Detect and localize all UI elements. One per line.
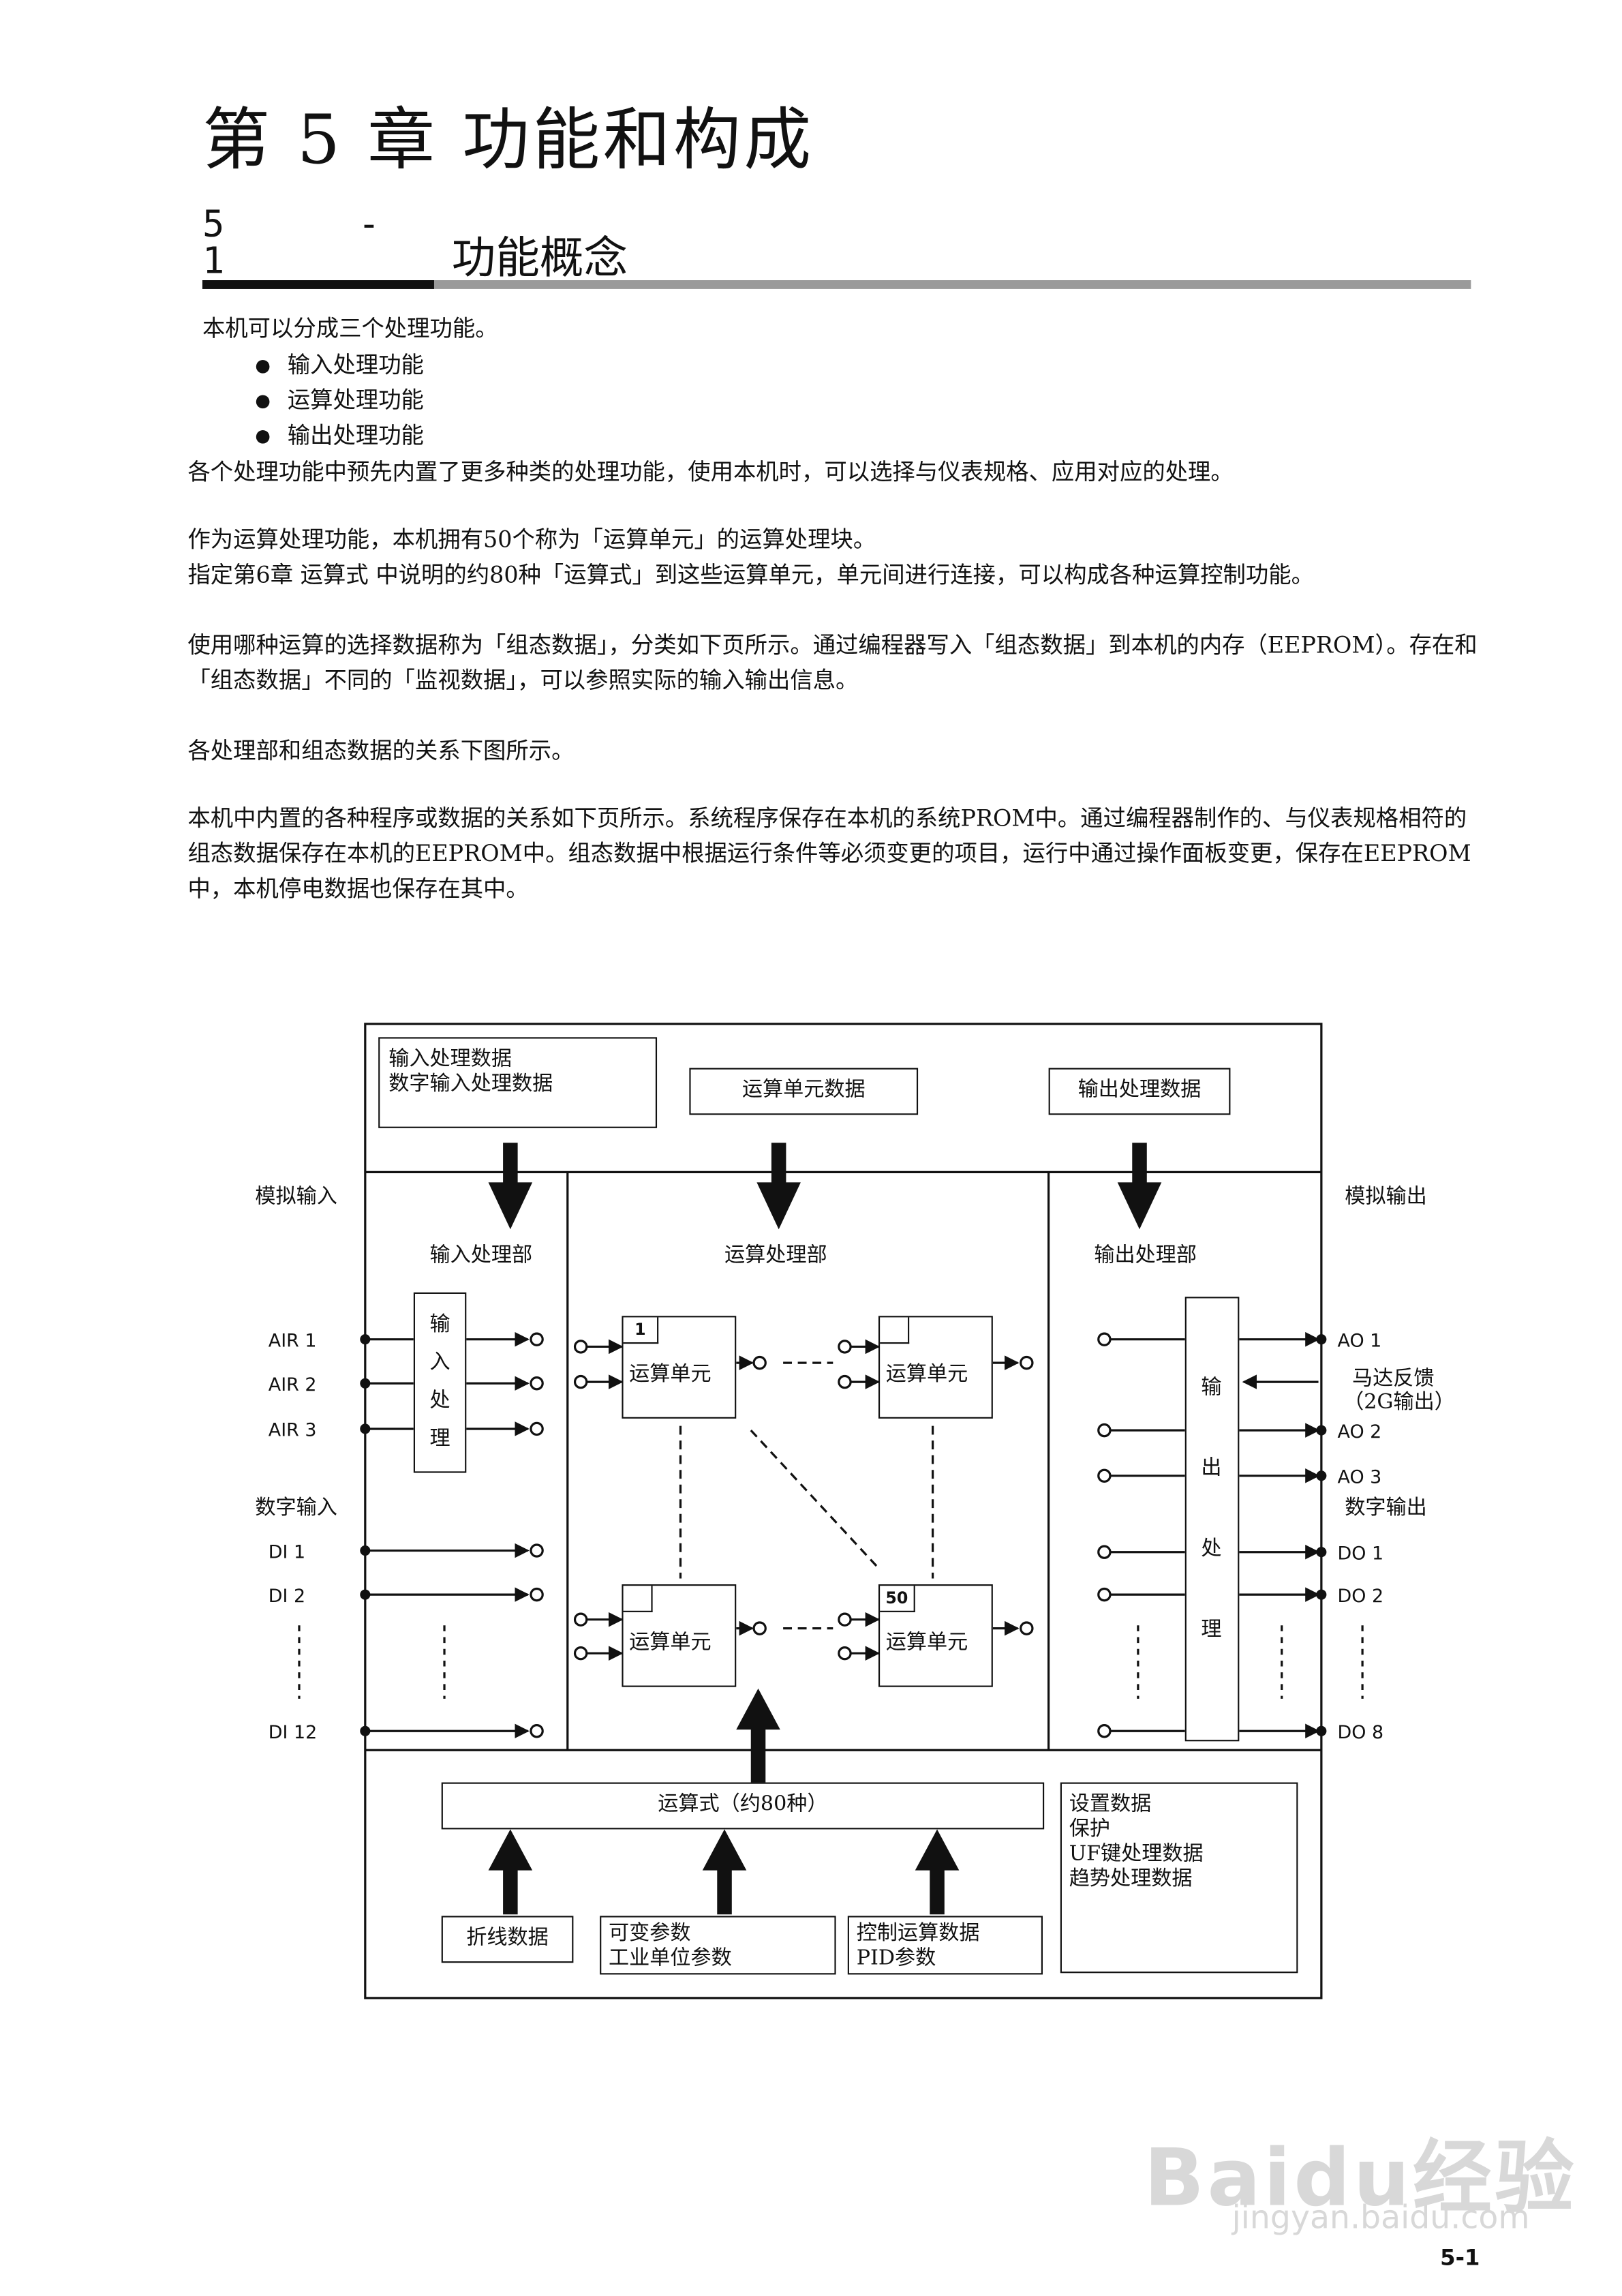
calc-unit-label: 运算单元 [629, 1631, 711, 1655]
arrow-down [756, 1143, 801, 1230]
settings-line: UF键处理数据 [1069, 1842, 1204, 1867]
air-1-label: AIR 1 [268, 1329, 317, 1351]
motor-feedback-sub-label: （2G输出） [1343, 1391, 1455, 1415]
arrow-up [488, 1829, 533, 1915]
header-rule [202, 280, 1471, 289]
engineering-unit-params-label: 工业单位参数 [609, 1946, 732, 1971]
section-number: 5 - 1 [202, 202, 436, 282]
bullet-item: 输入处理功能 [255, 348, 424, 383]
arrow-down [1117, 1143, 1162, 1230]
ao-3-label: AO 3 [1337, 1465, 1382, 1488]
chapter-title: 第 5 章 功能和构成 [202, 100, 814, 179]
watermark-url: jingyan.baidu.com [1231, 2200, 1530, 2237]
do-1-label: DO 1 [1337, 1541, 1384, 1564]
settings-line: 保护 [1069, 1817, 1110, 1841]
intro-paragraph: 本机可以分成三个处理功能。 [202, 315, 498, 342]
digital-input-data-label: 数字输入处理数据 [388, 1072, 553, 1096]
calc-unit: 运算单元 [878, 1316, 993, 1419]
polyline-data-label: 折线数据 [466, 1926, 549, 1950]
formula-bar-label: 运算式（约80种） [658, 1792, 828, 1817]
analog-input-label: 模拟输入 [255, 1185, 337, 1209]
formula-bar: 运算式（约80种） [441, 1782, 1045, 1830]
input-proc-char: 输 [429, 1312, 450, 1337]
do-2-label: DO 2 [1337, 1584, 1384, 1607]
output-proc-char: 输 [1201, 1376, 1222, 1400]
di-12-label: DI 12 [268, 1721, 318, 1743]
section-title: 功能概念 [451, 233, 628, 285]
output-processing-block: 输 出 处 理 [1184, 1297, 1240, 1742]
bullet-item: 输出处理功能 [255, 418, 424, 453]
arrow-up [736, 1688, 780, 1785]
input-section-label: 输入处理部 [429, 1243, 533, 1268]
calc-unit-data-box: 运算单元数据 [689, 1068, 919, 1115]
input-data-label: 输入处理数据 [388, 1047, 512, 1071]
arrow-down [488, 1143, 533, 1230]
digital-input-label: 数字输入 [255, 1496, 337, 1520]
output-section-label: 输出处理部 [1094, 1243, 1197, 1268]
control-data-box: 控制运算数据 PID参数 [847, 1916, 1043, 1975]
di-2-label: DI 2 [268, 1584, 306, 1607]
paragraph: 作为运算处理功能，本机拥有50个称为「运算单元」的运算处理块。 [187, 526, 876, 554]
output-proc-char: 出 [1201, 1456, 1222, 1481]
input-proc-char: 处 [429, 1389, 450, 1413]
diagram-frame [364, 1023, 1323, 1999]
calc-unit: 运算单元 [622, 1584, 737, 1687]
paragraph: 使用哪种运算的选择数据称为「组态数据」，分类如下页所示。通过编程器写入「组态数据… [187, 632, 1478, 694]
calc-section-label: 运算处理部 [724, 1243, 827, 1268]
paragraph: 各处理部和组态数据的关系下图所示。 [187, 738, 575, 765]
arrow-up [702, 1829, 747, 1915]
calc-unit-data-label: 运算单元数据 [741, 1078, 866, 1102]
control-data-label: 控制运算数据 [856, 1921, 980, 1946]
variable-params-box: 可变参数 工业单位参数 [600, 1916, 836, 1975]
input-processing-block: 输 入 处 理 [413, 1292, 467, 1473]
pid-params-label: PID参数 [856, 1946, 936, 1971]
calc-unit-label: 运算单元 [629, 1363, 711, 1387]
bullet-item: 运算处理功能 [255, 383, 424, 419]
output-data-label: 输出处理数据 [1077, 1078, 1202, 1102]
settings-line: 趋势处理数据 [1069, 1867, 1193, 1891]
unit-number: 50 [880, 1586, 915, 1612]
ao-1-label: AO 1 [1337, 1329, 1382, 1351]
unit-number-blank [880, 1317, 910, 1344]
di-1-label: DI 1 [268, 1540, 306, 1562]
do-8-label: DO 8 [1337, 1721, 1384, 1743]
motor-feedback-label: 马达反馈 [1352, 1367, 1435, 1391]
unit-number-blank [623, 1586, 653, 1612]
section-heading: 5 - 1 功能概念 [202, 205, 628, 282]
variable-params-label: 可变参数 [609, 1921, 691, 1946]
paragraph: 本机中内置的各种程序或数据的关系如下页所示。系统程序保存在本机的系统PROM中。… [187, 805, 1471, 903]
paragraph: 指定第6章 运算式 中说明的约80种「运算式」到这些运算单元，单元间进行连接，可… [187, 562, 1315, 588]
digital-output-label: 数字输出 [1345, 1496, 1427, 1520]
air-3-label: AIR 3 [268, 1418, 317, 1441]
calc-unit-label: 运算单元 [885, 1631, 968, 1655]
unit-number: 1 [623, 1317, 659, 1344]
calc-unit-50: 50 运算单元 [878, 1584, 993, 1687]
input-proc-char: 理 [429, 1427, 450, 1451]
air-2-label: AIR 2 [268, 1373, 317, 1395]
polyline-data-box: 折线数据 [441, 1916, 574, 1963]
output-data-box: 输出处理数据 [1048, 1068, 1231, 1115]
header-rule-accent [202, 280, 434, 289]
settings-line: 设置数据 [1069, 1792, 1152, 1817]
watermark-logo: Baidu经验 [1144, 2131, 1577, 2224]
output-proc-char: 理 [1201, 1618, 1222, 1642]
arrow-up [915, 1829, 960, 1915]
input-data-box: 输入处理数据 数字输入处理数据 [378, 1037, 658, 1128]
analog-output-label: 模拟输出 [1345, 1185, 1427, 1209]
calc-unit-label: 运算单元 [885, 1363, 968, 1387]
settings-data-box: 设置数据 保护 UF键处理数据 趋势处理数据 [1060, 1782, 1298, 1974]
calc-unit-1: 1 运算单元 [622, 1316, 737, 1419]
paragraph: 各个处理功能中预先内置了更多种类的处理功能，使用本机时，可以选择与仪表规格、应用… [187, 459, 1234, 486]
input-proc-char: 入 [429, 1350, 450, 1375]
output-proc-char: 处 [1201, 1537, 1222, 1561]
page-number: 5-1 [1440, 2244, 1480, 2271]
ao-2-label: AO 2 [1337, 1420, 1382, 1442]
